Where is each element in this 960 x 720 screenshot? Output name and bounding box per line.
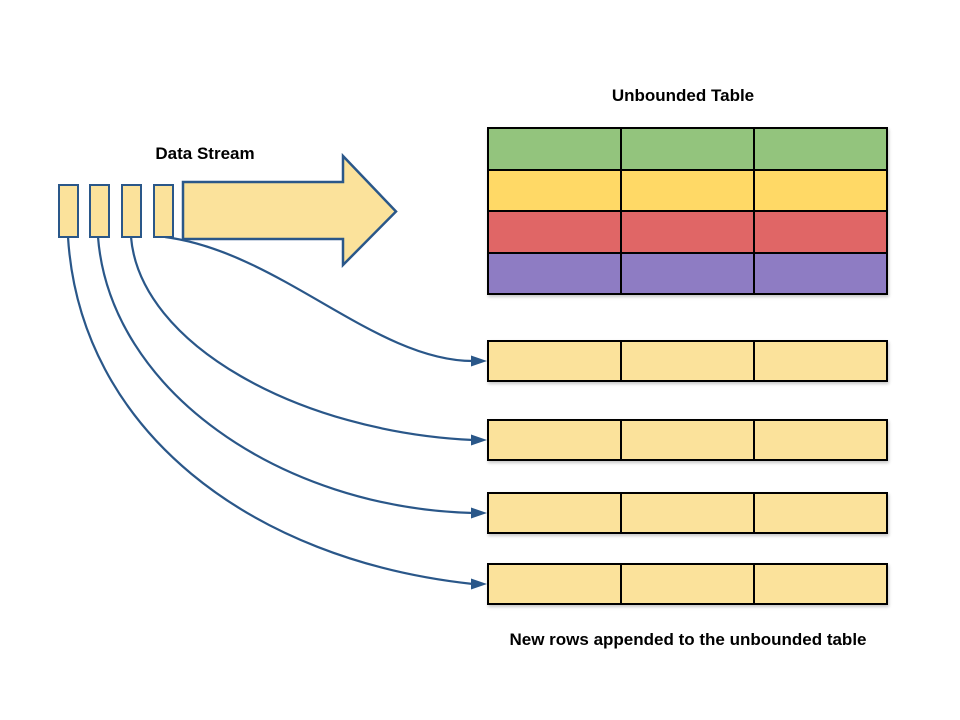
table-cell bbox=[755, 129, 886, 169]
curved-arrowheads bbox=[471, 355, 487, 590]
table-cell bbox=[755, 421, 886, 459]
table-cell bbox=[755, 342, 886, 380]
table-cell bbox=[622, 129, 753, 169]
table-cell bbox=[622, 342, 753, 380]
appended-row bbox=[487, 492, 888, 534]
table-cell bbox=[622, 565, 753, 603]
table-cell bbox=[489, 421, 620, 459]
table-cell bbox=[755, 253, 886, 293]
stream-segment bbox=[89, 184, 110, 238]
curved-arrow-3 bbox=[129, 236, 474, 442]
table-cell bbox=[755, 494, 886, 532]
table-cell bbox=[622, 494, 753, 532]
table-cell bbox=[622, 212, 753, 252]
stream-segment bbox=[153, 184, 174, 238]
table-cell bbox=[489, 253, 620, 293]
table-cell bbox=[622, 421, 753, 459]
appended-row bbox=[487, 563, 888, 605]
arrowhead-icon bbox=[471, 507, 487, 519]
table-cell bbox=[489, 342, 620, 380]
arrowhead-icon bbox=[471, 355, 487, 367]
stream-segment bbox=[58, 184, 79, 238]
appended-row bbox=[487, 419, 888, 461]
appended-row bbox=[487, 340, 888, 382]
table-cell bbox=[755, 170, 886, 210]
curved-arrow-1 bbox=[66, 236, 474, 586]
unbounded-table bbox=[487, 127, 888, 295]
table-cell bbox=[622, 253, 753, 293]
curved-arrow-4 bbox=[164, 235, 474, 363]
stream-segment bbox=[121, 184, 142, 238]
unbounded-table-title: Unbounded Table bbox=[611, 86, 755, 105]
curved-arrow-2 bbox=[96, 236, 474, 515]
stream-to-row-arrows bbox=[66, 235, 474, 586]
table-cell bbox=[489, 212, 620, 252]
table-cell bbox=[489, 494, 620, 532]
table-cell bbox=[755, 565, 886, 603]
table-cell bbox=[489, 565, 620, 603]
appended-rows-caption: New rows appended to the unbounded table bbox=[509, 630, 867, 649]
data-stream-arrow bbox=[181, 152, 398, 269]
data-stream-label: Data Stream bbox=[155, 144, 255, 163]
table-cell bbox=[755, 212, 886, 252]
table-cell bbox=[489, 170, 620, 210]
table-cell bbox=[489, 129, 620, 169]
arrowhead-icon bbox=[471, 434, 487, 446]
table-cell bbox=[622, 170, 753, 210]
arrowhead-icon bbox=[471, 578, 487, 590]
